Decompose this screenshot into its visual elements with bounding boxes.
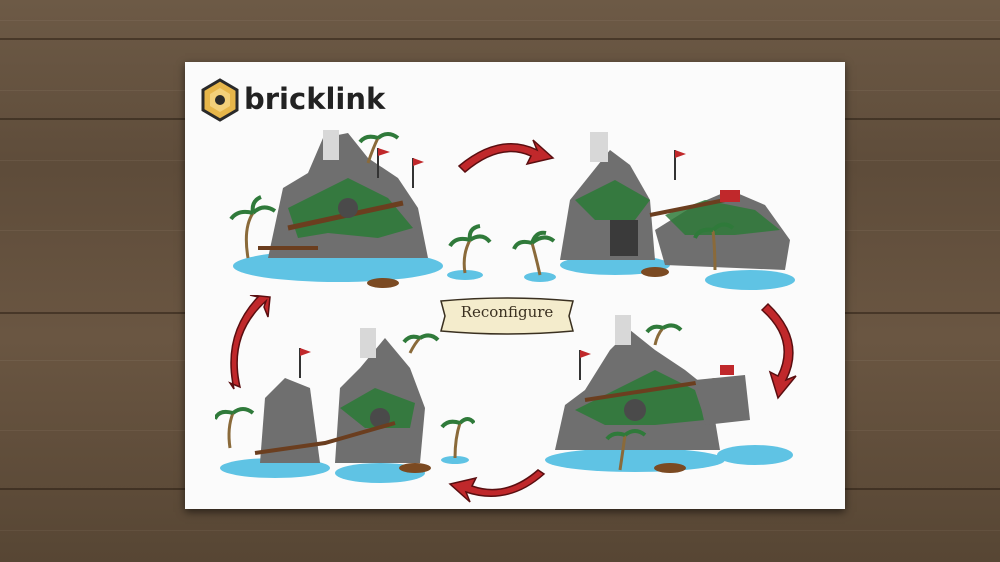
scroll-banner-icon — [440, 297, 574, 335]
brand-name: bricklink — [244, 82, 386, 116]
island-scene-bottom-right — [545, 315, 793, 473]
brick-hexagon-icon — [201, 78, 239, 122]
arrow-up-icon — [228, 295, 271, 390]
arrow-left-icon — [448, 469, 546, 503]
arrow-right-icon — [457, 139, 555, 174]
island-scene-top-right — [560, 132, 795, 290]
island-scene-top-left — [229, 130, 443, 288]
reconfigure-banner: Reconfigure — [437, 295, 577, 337]
island-scene-bottom-left — [215, 328, 475, 483]
arrow-down-icon — [760, 302, 797, 400]
reconfigure-label: Reconfigure — [460, 303, 554, 321]
palm-islands-top — [447, 224, 556, 282]
bricklink-logo: bricklink — [200, 78, 390, 122]
